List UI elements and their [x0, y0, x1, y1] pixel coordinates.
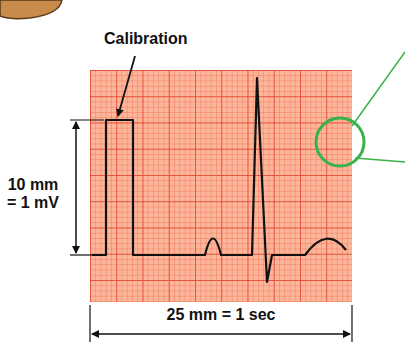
dimension-label: 10 mm = 1 mV: [2, 176, 64, 213]
dimension-label: 25 mm = 1 sec: [121, 306, 321, 324]
callout-label: Calibration: [104, 30, 224, 48]
